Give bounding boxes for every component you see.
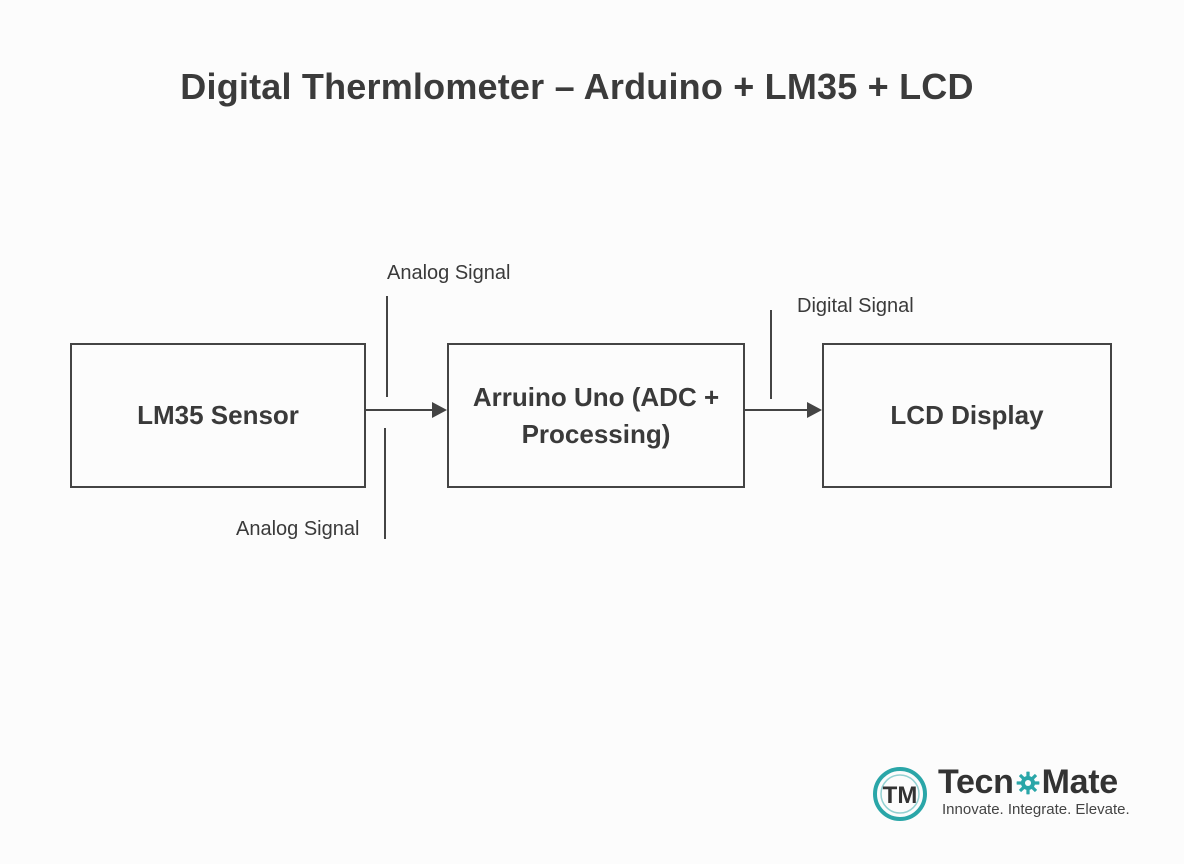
arduino-uno-block: Arruino Uno (ADC + Processing)	[447, 343, 745, 488]
analog-signal-bottom-marker	[384, 428, 386, 539]
monogram-text: TM	[883, 782, 918, 809]
analog-signal-label-top: Analog Signal	[387, 262, 511, 284]
brand-prefix: Tecn	[938, 763, 1014, 801]
diagram-title: Digital Thermlometer – Arduino + LM35 + …	[180, 66, 974, 107]
tecnomate-monogram-icon: TM	[873, 767, 927, 821]
sensor-to-arduino-connector	[366, 409, 433, 411]
analog-signal-top-marker	[386, 296, 388, 397]
digital-signal-marker	[770, 310, 772, 399]
lcd-display-block: LCD Display	[822, 343, 1112, 488]
arduino-to-lcd-arrowhead	[807, 402, 822, 418]
arduino-uno-label: Arruino Uno (ADC + Processing)	[472, 382, 720, 449]
tecnomate-logo: TM Tecn Mate Innovate. Integrate. Elevat…	[872, 762, 1152, 826]
brand-tagline: Innovate. Integrate. Elevate.	[942, 801, 1130, 818]
arduino-to-lcd-connector	[745, 409, 808, 411]
lm35-sensor-block: LM35 Sensor	[70, 343, 366, 488]
analog-signal-label-bottom: Analog Signal	[236, 518, 360, 540]
brand-name: Tecn Mate	[938, 763, 1118, 802]
lm35-sensor-label: LM35 Sensor	[137, 400, 299, 431]
digital-signal-label: Digital Signal	[797, 295, 914, 317]
sensor-to-arduino-arrowhead	[432, 402, 447, 418]
gear-icon	[1016, 771, 1040, 795]
brand-suffix: Mate	[1041, 763, 1119, 801]
lcd-display-label: LCD Display	[890, 400, 1044, 431]
